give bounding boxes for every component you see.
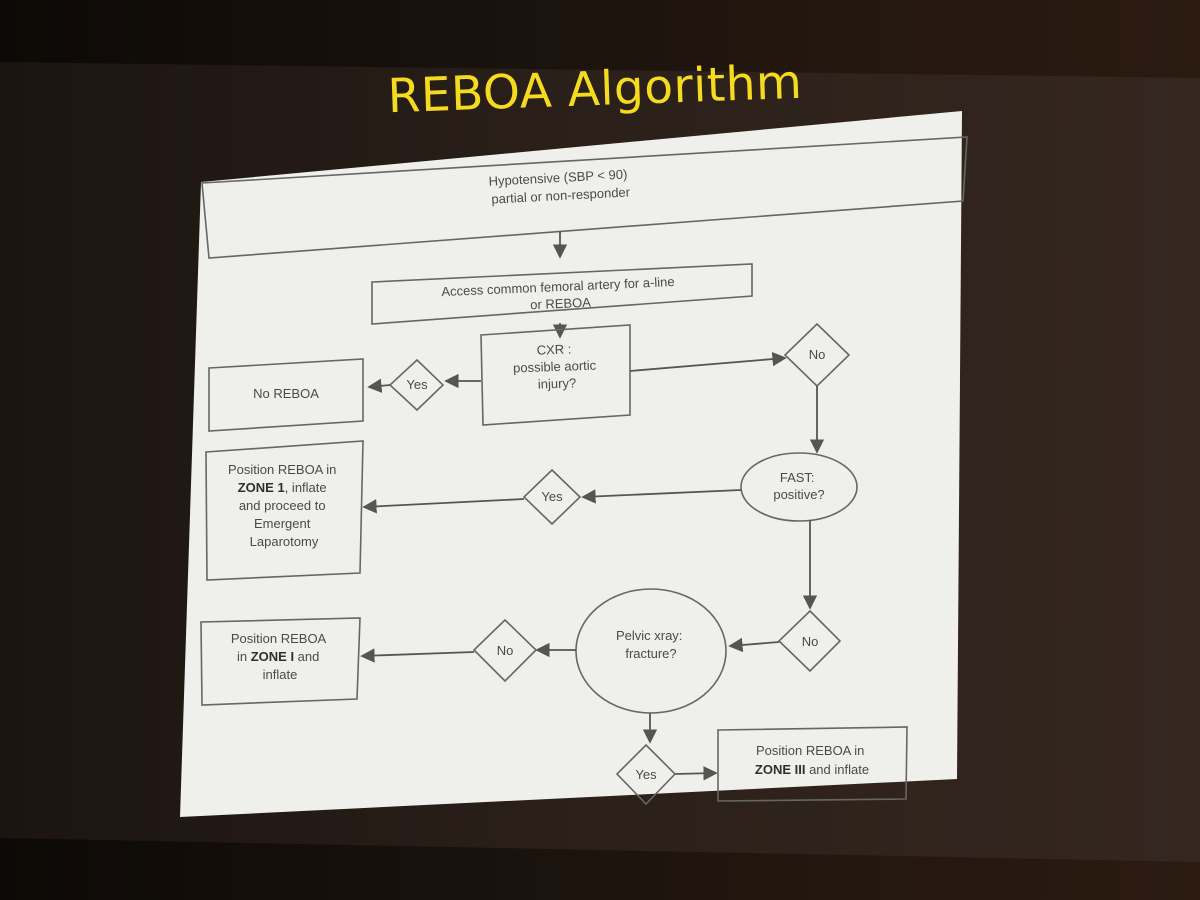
pelvic-line-1: Pelvic xray: bbox=[616, 628, 682, 643]
fast-yes-diamond bbox=[522, 468, 582, 526]
cxr-box-text: CXR : possible aortic injury? bbox=[512, 340, 600, 392]
cxr-no-label: No bbox=[809, 347, 826, 362]
zone1-inflate-zone-label: ZONE I bbox=[251, 649, 294, 664]
fast-ellipse-text: FAST: positive? bbox=[773, 470, 824, 502]
cxr-yes-diamond bbox=[388, 358, 445, 412]
zone1-inflate-suffix: and bbox=[294, 649, 319, 664]
fast-no-label: No bbox=[802, 634, 819, 649]
fast-line-2: positive? bbox=[773, 487, 824, 502]
zone1-laparotomy-line-2: ZONE 1, inflate bbox=[238, 480, 327, 495]
zone1-inflate-prefix: in bbox=[237, 649, 251, 664]
zone1-laparotomy-box bbox=[205, 440, 364, 581]
zone1-inflate-box bbox=[200, 617, 361, 706]
cxr-box-line-1: CXR : bbox=[536, 341, 571, 357]
cxr-box-line-3: injury? bbox=[538, 375, 577, 391]
zone1-laparotomy-line-3: and proceed to bbox=[239, 498, 326, 513]
no-reboa-box-text: No REBOA bbox=[253, 386, 319, 401]
arrow-fast-to-yes bbox=[581, 489, 742, 504]
access-box bbox=[371, 263, 753, 325]
zone1-inflate-line-3: inflate bbox=[263, 667, 298, 682]
start-box bbox=[201, 136, 968, 259]
pelvic-circle-text: Pelvic xray: fracture? bbox=[616, 628, 686, 661]
zone1-laparotomy-line-5: Laparotomy bbox=[250, 534, 319, 549]
zone1-laparotomy-box-text: Position REBOA in ZONE 1, inflate and pr… bbox=[228, 462, 340, 549]
zone3-zone-label: ZONE III bbox=[755, 762, 806, 777]
zone1-laparotomy-zone-rest: , inflate bbox=[285, 480, 327, 495]
fast-yes-label: Yes bbox=[541, 489, 563, 504]
pelvic-yes-label: Yes bbox=[635, 767, 657, 782]
cxr-box-line-2: possible aortic bbox=[513, 358, 597, 376]
zone1-laparotomy-line-1: Position REBOA in bbox=[228, 462, 336, 477]
zone1-laparotomy-line-4: Emergent bbox=[254, 516, 311, 531]
cxr-box bbox=[480, 324, 631, 426]
arrow-no-to-zone1-inflate bbox=[360, 648, 475, 663]
pelvic-no-diamond bbox=[472, 618, 538, 683]
fast-ellipse bbox=[740, 452, 858, 522]
start-box-text: Hypotensive (SBP < 90) partial or non-re… bbox=[488, 166, 632, 206]
zone1-laparotomy-zone-label: ZONE 1 bbox=[238, 480, 285, 495]
arrow-yes-to-zone1-laparotomy bbox=[362, 498, 525, 514]
start-box-line-2: partial or non-responder bbox=[491, 184, 631, 206]
pelvic-circle bbox=[575, 588, 727, 714]
arrow-no-to-pelvic bbox=[728, 637, 780, 653]
fast-line-1: FAST: bbox=[780, 470, 815, 485]
pelvic-line-2: fracture? bbox=[625, 646, 676, 661]
start-box-line-1: Hypotensive (SBP < 90) bbox=[488, 166, 627, 188]
zone3-box bbox=[717, 726, 908, 802]
access-box-line-2: or REBOA bbox=[530, 295, 592, 313]
zone1-inflate-line-1: Position REBOA bbox=[231, 631, 327, 646]
no-reboa-box bbox=[208, 358, 364, 432]
slide-paper bbox=[180, 111, 962, 817]
arrow-yes-to-zone3 bbox=[674, 766, 718, 781]
zone1-inflate-box-text: Position REBOA in ZONE I and inflate bbox=[231, 631, 329, 682]
zone3-zone-rest: and inflate bbox=[805, 762, 869, 777]
fast-no-diamond bbox=[777, 609, 842, 673]
pelvic-no-label: No bbox=[497, 643, 514, 658]
cxr-yes-label: Yes bbox=[406, 377, 428, 392]
zone3-box-text: Position REBOA in ZONE III and inflate bbox=[755, 743, 869, 777]
zone3-line-2: ZONE III and inflate bbox=[755, 762, 869, 777]
arrow-yes-to-no-reboa bbox=[367, 378, 391, 393]
zone3-line-1: Position REBOA in bbox=[756, 743, 864, 758]
pelvic-yes-diamond bbox=[615, 743, 677, 806]
zone1-inflate-line-2: in ZONE I and bbox=[237, 649, 319, 664]
arrow-cxr-to-no bbox=[629, 351, 787, 372]
